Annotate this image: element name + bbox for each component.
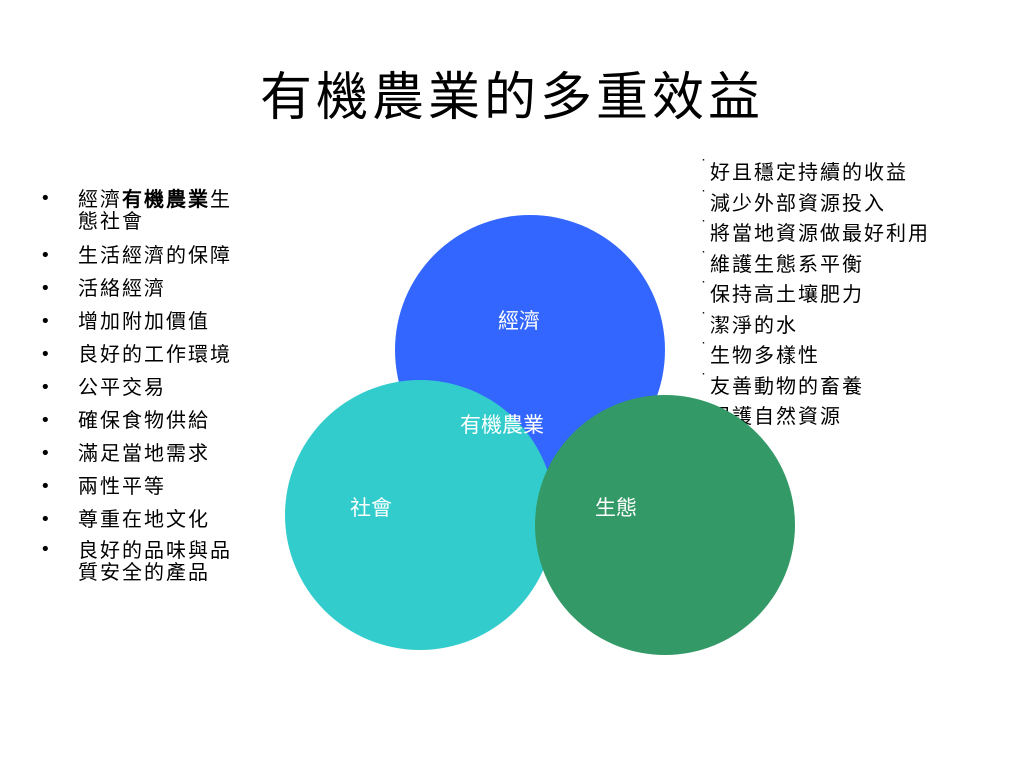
list-item-text: 公平交易	[78, 375, 166, 399]
bullet-icon: •	[40, 410, 53, 431]
list-item: • 公平交易	[40, 371, 270, 404]
list-item-suffix: 生	[210, 187, 232, 211]
ecology-benefits-list: ˙好且穩定持續的收益 ˙減少外部資源投入 ˙將當地資源做最好利用 ˙維護生態系平…	[700, 157, 1000, 432]
list-item: ˙生物多樣性	[700, 340, 1000, 371]
list-item: • 滿足當地需求	[40, 437, 270, 470]
list-item-text: 潔淨的水	[710, 312, 798, 337]
list-item-text: 生活經濟的保障	[78, 243, 232, 267]
list-item-text: 友善動物的畜養	[710, 373, 864, 398]
list-item-text: 增加附加價值	[78, 309, 210, 333]
dot-icon: ˙	[700, 188, 709, 205]
list-item: • 良好的工作環境	[40, 338, 270, 371]
list-item-line1: 良好的品味與品	[78, 538, 232, 562]
bullet-icon: •	[40, 188, 53, 209]
list-item-text: 保持高土壤肥力	[710, 282, 864, 306]
bullet-icon: •	[40, 278, 53, 299]
bullet-icon: •	[40, 377, 53, 398]
list-item: • 增加附加價值	[40, 305, 270, 338]
ecology-circle	[535, 395, 795, 655]
list-item-text: 將當地資源做最好利用	[710, 221, 930, 245]
list-item: • 良好的品味與品 質安全的產品	[40, 536, 270, 590]
list-item: • 活絡經濟	[40, 272, 270, 305]
list-item-line2: 態社會	[78, 209, 144, 233]
bullet-icon: •	[40, 509, 53, 530]
list-item: ˙保持高土壤肥力	[700, 279, 1000, 310]
dot-icon: ˙	[700, 219, 709, 235]
bullet-icon: •	[40, 245, 53, 266]
list-item: ˙維護生態系平衡	[700, 249, 1000, 280]
society-label: 社會	[350, 496, 392, 520]
society-circle	[285, 380, 555, 650]
list-item: • 確保食物供給	[40, 404, 270, 437]
list-item: ˙友善動物的畜養	[700, 371, 1000, 402]
list-item: • 兩性平等	[40, 470, 270, 503]
bullet-icon: •	[40, 539, 53, 560]
list-item-text: 減少外部資源投入	[710, 190, 886, 215]
bullet-icon: •	[40, 476, 53, 497]
center-label: 有機農業	[460, 413, 544, 437]
list-item-text: 確保食物供給	[78, 408, 210, 432]
social-benefits-list: • 經濟有機農業生 態社會 • 生活經濟的保障 • 活絡經濟 • 增加附加價值 …	[40, 185, 270, 590]
ecology-label: 生態	[595, 496, 637, 520]
list-item-text: 尊重在地文化	[78, 507, 210, 531]
dot-icon: ˙	[700, 158, 709, 174]
list-item-text: 好且穩定持續的收益	[710, 160, 908, 184]
dot-icon: ˙	[700, 280, 709, 296]
dot-icon: ˙	[700, 249, 709, 266]
list-item: • 生活經濟的保障	[40, 239, 270, 272]
economy-label: 經濟	[498, 309, 540, 333]
list-item-bold: 有機農業	[122, 187, 210, 211]
list-item-text: 兩性平等	[78, 474, 166, 498]
list-item: ˙減少外部資源投入	[700, 188, 1000, 219]
list-item-text: 良好的工作環境	[78, 342, 232, 366]
slide-title: 有機農業的多重效益	[259, 68, 764, 128]
bullet-icon: •	[40, 344, 53, 365]
list-item-line2: 質安全的產品	[78, 560, 210, 584]
list-item: ˙潔淨的水	[700, 310, 1000, 341]
list-item-text: 生物多樣性	[710, 343, 820, 367]
dot-icon: ˙	[700, 371, 709, 388]
bullet-icon: •	[40, 443, 53, 464]
list-item: • 經濟有機農業生 態社會	[40, 185, 270, 239]
list-item-text: 維護生態系平衡	[710, 251, 864, 276]
bullet-icon: •	[40, 311, 53, 332]
dot-icon: ˙	[700, 341, 709, 357]
venn-diagram: 經濟 有機農業 社會 生態	[285, 215, 795, 655]
dot-icon: ˙	[700, 310, 709, 327]
list-item: ˙好且穩定持續的收益	[700, 157, 1000, 188]
list-item-text: 活絡經濟	[78, 276, 166, 300]
list-item-text: 滿足當地需求	[78, 441, 210, 465]
list-item: • 尊重在地文化	[40, 503, 270, 536]
list-item: ˙將當地資源做最好利用	[700, 218, 1000, 249]
list-item-prefix: 經濟	[78, 187, 122, 211]
